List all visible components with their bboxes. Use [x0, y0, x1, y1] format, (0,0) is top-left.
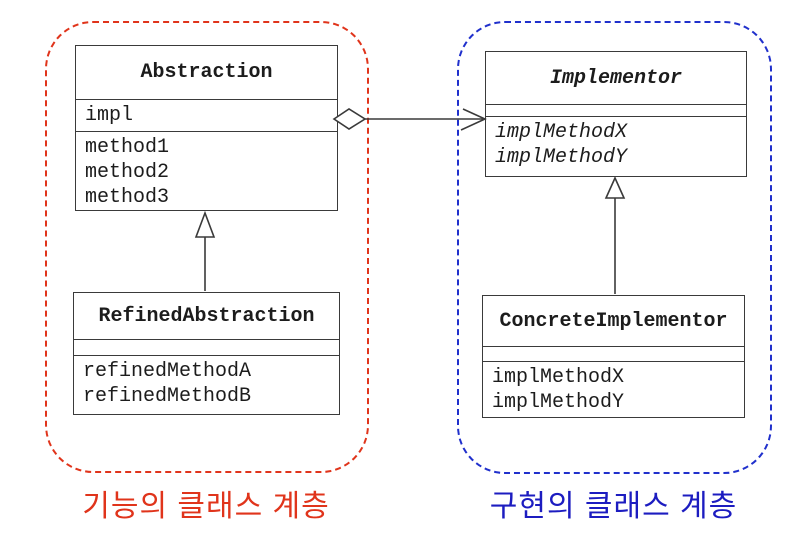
- class-name: Implementor: [486, 52, 746, 105]
- class-attributes-empty: [74, 340, 339, 356]
- functional-hierarchy-caption: 기능의 클래스 계층: [82, 490, 330, 523]
- functional-hierarchy-frame: [45, 21, 369, 473]
- method: implMethodX: [495, 121, 628, 144]
- method: method2: [85, 161, 170, 184]
- class-methods: method1 method2 method3: [76, 132, 337, 210]
- class-methods: implMethodX implMethodY: [483, 362, 744, 415]
- method: method1: [85, 136, 170, 159]
- class-methods: implMethodX implMethodY: [486, 117, 746, 170]
- method: refinedMethodB: [83, 385, 252, 408]
- method: implMethodY: [495, 146, 628, 169]
- class-attributes: impl: [76, 100, 337, 132]
- class-attributes-empty: [486, 105, 746, 117]
- method: refinedMethodA: [83, 360, 252, 383]
- implementation-hierarchy-frame: [457, 21, 772, 474]
- attribute: impl: [85, 104, 134, 127]
- implementation-hierarchy-caption: 구현의 클래스 계층: [489, 490, 738, 523]
- method: method3: [85, 186, 170, 209]
- class-name: Abstraction: [76, 46, 337, 100]
- class-box-concrete-implementor: ConcreteImplementor implMethodX implMeth…: [482, 295, 745, 418]
- class-box-abstraction: Abstraction impl method1 method2 method3: [75, 45, 338, 211]
- method: implMethodY: [492, 391, 625, 414]
- class-name: RefinedAbstraction: [74, 293, 339, 340]
- method: implMethodX: [492, 366, 625, 389]
- class-attributes-empty: [483, 347, 744, 362]
- class-box-implementor: Implementor implMethodX implMethodY: [485, 51, 747, 177]
- class-box-refined-abstraction: RefinedAbstraction refinedMethodA refine…: [73, 292, 340, 415]
- class-name: ConcreteImplementor: [483, 296, 744, 347]
- class-methods: refinedMethodA refinedMethodB: [74, 356, 339, 409]
